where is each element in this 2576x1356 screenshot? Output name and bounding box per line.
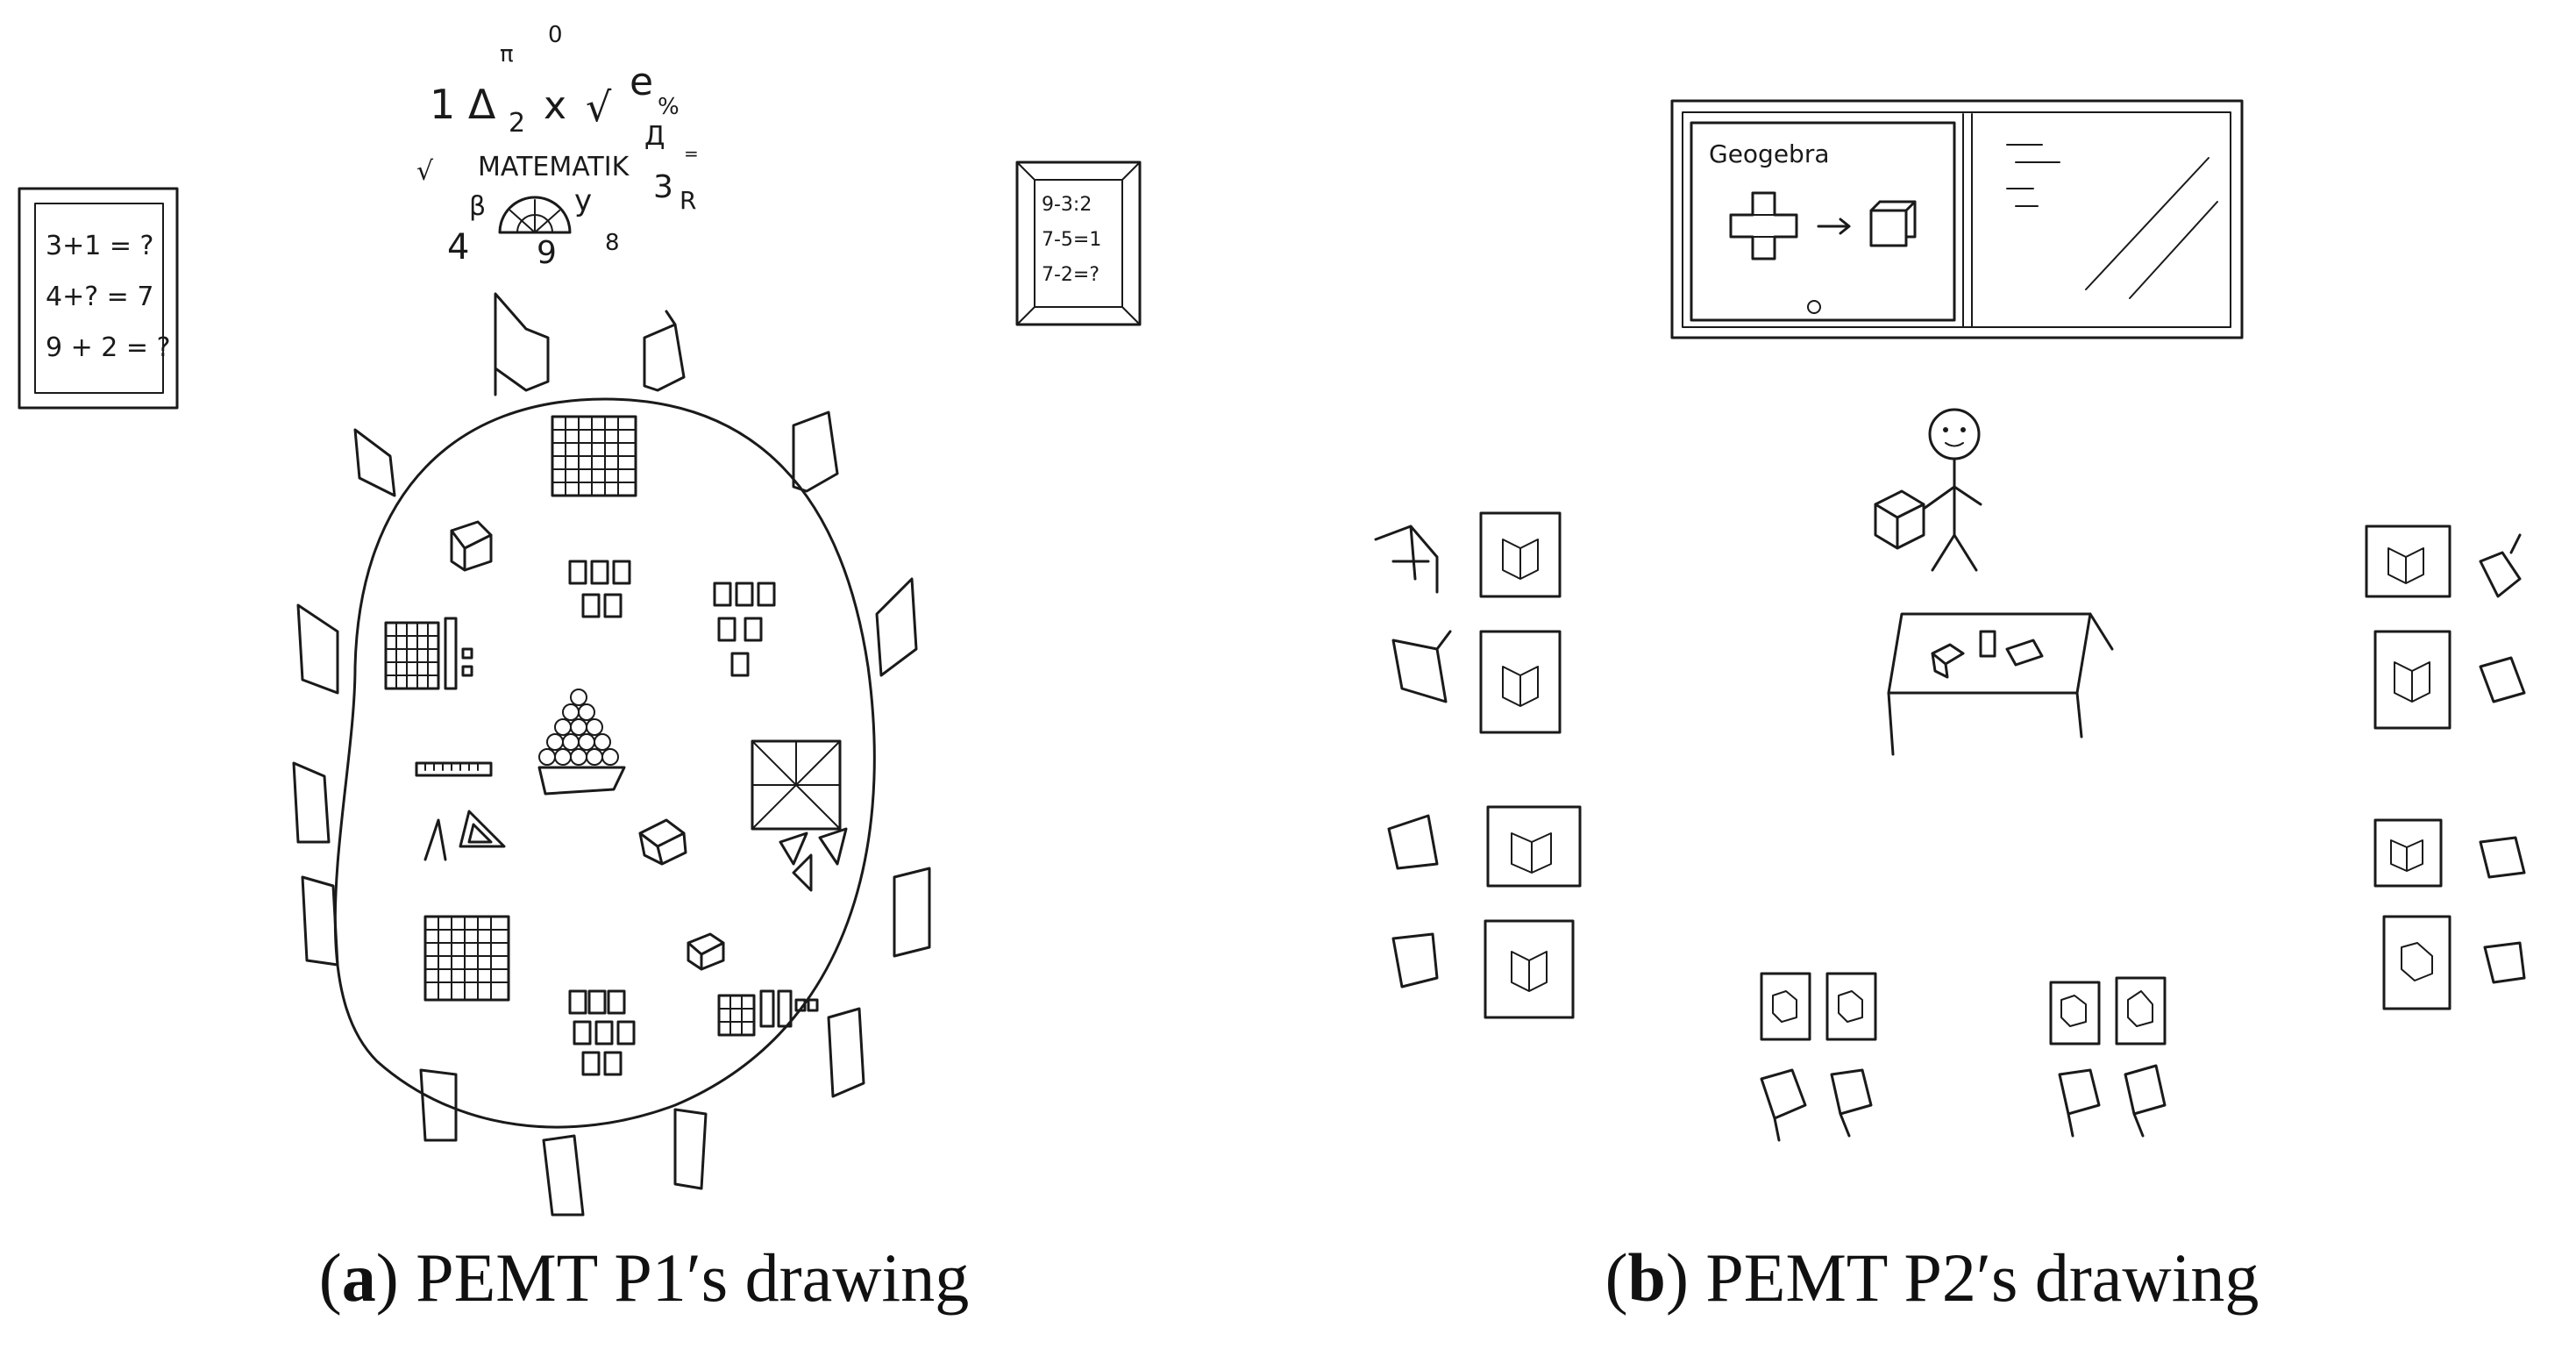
svg-text:1 Δ: 1 Δ (430, 81, 496, 128)
student-desks-right (2366, 526, 2524, 1009)
chair (675, 1110, 706, 1188)
chair (355, 430, 395, 496)
svg-text:2: 2 (509, 108, 525, 139)
svg-text:4: 4 (447, 227, 469, 268)
oval-table (335, 399, 874, 1127)
chair (877, 579, 916, 675)
svg-text:e: e (630, 60, 653, 104)
chair (298, 605, 338, 693)
sphere-pyramid (539, 689, 624, 794)
teacher-figure (1875, 410, 1981, 570)
panel-a-drawing: 3+1 = ? 4+? = 7 9 + 2 = ? 9-3:2 7-5=1 7-… (0, 22, 1288, 1316)
math-word: MATEMATIK (478, 152, 630, 182)
right-board-line-1: 9-3:2 (1042, 194, 1092, 216)
panel-b-caption-text: PEMT P2′s drawing (1705, 1239, 2259, 1316)
table-manipulatives (386, 417, 846, 1074)
right-math-board: 9-3:2 7-5=1 7-2=? (1017, 162, 1140, 325)
svg-text:x: x (544, 83, 566, 128)
left-board-line-1: 3+1 = ? (46, 231, 153, 261)
panel-b-caption: (b) PEMT P2′s drawing (1605, 1239, 2259, 1316)
panel-a-caption-text: PEMT P1′s drawing (416, 1239, 970, 1316)
chair (421, 1070, 456, 1140)
chairs-around-table (294, 294, 929, 1215)
svg-text:√: √ (586, 83, 612, 131)
chair (495, 294, 548, 395)
svg-text:Д: Д (644, 121, 665, 152)
svg-text:0: 0 (548, 22, 563, 48)
chair (793, 412, 837, 491)
svg-text:β: β (469, 191, 486, 222)
panel-b-sketch: Geogebra (1288, 0, 2576, 1228)
svg-text:R: R (680, 186, 696, 215)
left-board-line-3: 9 + 2 = ? (46, 332, 171, 363)
chair (894, 868, 929, 956)
student-desks-bottom (1761, 974, 2165, 1140)
left-board-line-2: 4+? = 7 (46, 282, 153, 312)
math-symbol-cloud: 1 Δ 2 π x 0 √ e % Д = √ MATEMATIK 3 R β … (416, 22, 699, 271)
panel-b-letter: b (1627, 1239, 1666, 1316)
svg-text:π: π (500, 41, 514, 68)
svg-text:9: 9 (537, 235, 557, 271)
svg-text:y: y (574, 183, 592, 218)
right-board-line-3: 7-2=? (1042, 264, 1099, 286)
panel-a-sketch: 3+1 = ? 4+? = 7 9 + 2 = ? 9-3:2 7-5=1 7-… (0, 22, 1288, 1228)
svg-text:√: √ (416, 156, 434, 187)
panel-b-drawing: Geogebra (1288, 0, 2576, 1356)
panel-a-letter: a (341, 1239, 376, 1316)
geogebra-title: Geogebra (1709, 139, 1830, 168)
panel-a-caption: (a) PEMT P1′s drawing (318, 1239, 970, 1316)
smart-board: Geogebra (1672, 101, 2242, 338)
svg-text:3: 3 (653, 169, 673, 205)
left-math-board: 3+1 = ? 4+? = 7 9 + 2 = ? (19, 189, 177, 408)
chair (294, 763, 329, 842)
chair (544, 1136, 583, 1215)
chair (644, 311, 684, 390)
svg-text:=: = (684, 143, 699, 164)
svg-text:8: 8 (605, 230, 620, 256)
teacher-desk (1889, 614, 2112, 754)
chair (302, 877, 338, 965)
chair (829, 1009, 864, 1096)
svg-text:%: % (658, 94, 680, 120)
student-desks-left (1376, 513, 1580, 1017)
right-board-line-2: 7-5=1 (1042, 229, 1101, 251)
